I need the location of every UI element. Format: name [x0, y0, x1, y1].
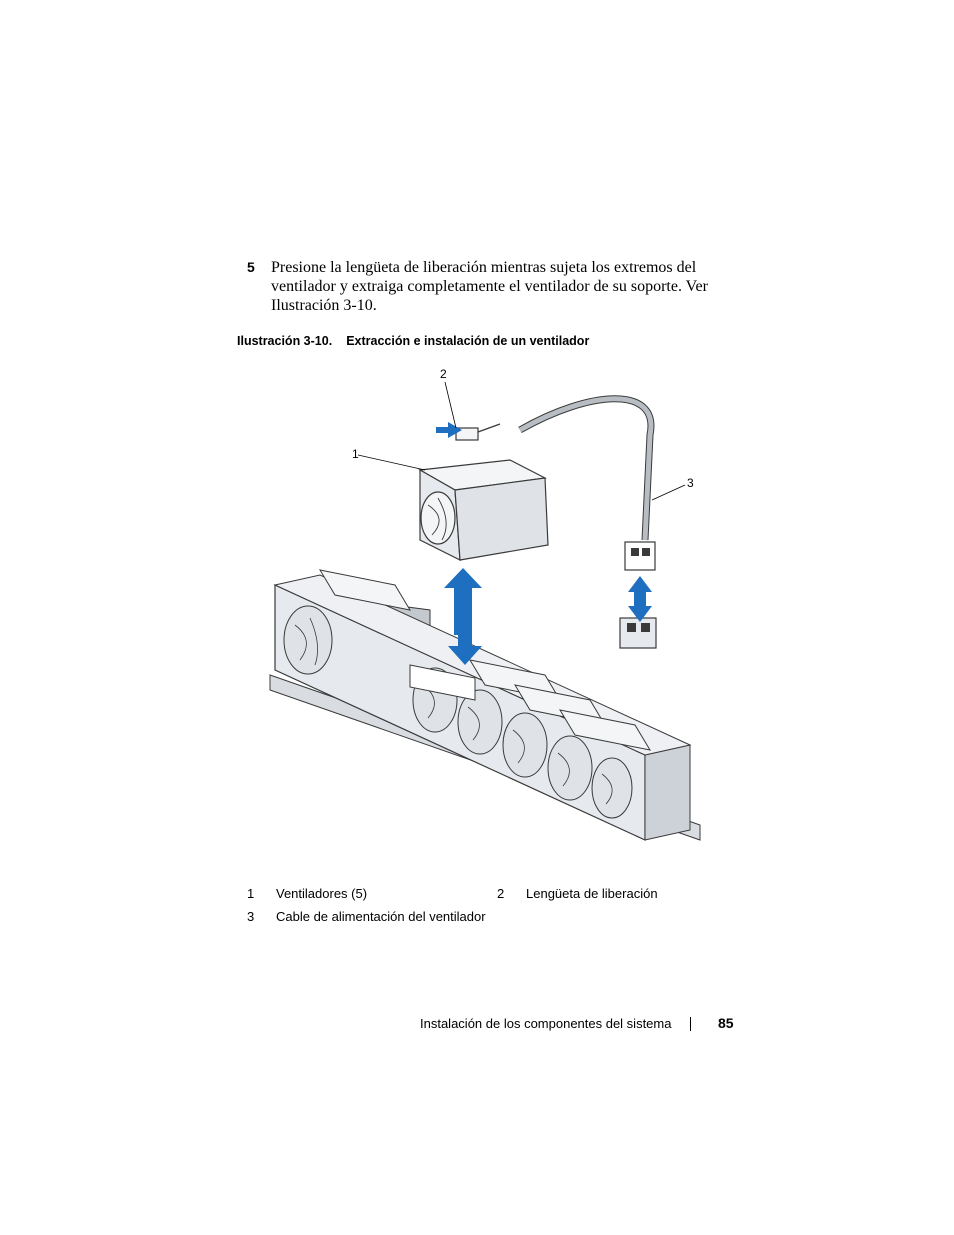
legend-item: 1 Ventiladores (5) [247, 886, 367, 901]
step-number: 5 [247, 259, 255, 275]
callout-3: 3 [687, 476, 694, 490]
step-text: Presione la lengüeta de liberación mient… [271, 259, 708, 314]
fan-removal-illustration: 1 2 3 [260, 360, 720, 880]
legend-item: 2 Lengüeta de liberación [497, 886, 658, 901]
figure-title: Extracción e instalación de un ventilado… [346, 334, 590, 348]
legend-number: 1 [247, 886, 255, 901]
legend-item: 3 Cable de alimentación del ventilador [247, 909, 486, 924]
figure-caption: Ilustración 3-10. Extracción e instalació… [237, 334, 589, 348]
illustration-svg: 1 2 3 [269, 367, 701, 841]
legend-text: Cable de alimentación del ventilador [276, 909, 486, 924]
legend-text: Ventiladores (5) [276, 886, 368, 901]
figure-label: Ilustración 3-10. [237, 334, 333, 348]
legend-text: Lengüeta de liberación [526, 886, 658, 901]
page-number: 85 [718, 1015, 734, 1031]
callout-1: 1 [352, 447, 359, 461]
footer-separator [690, 1017, 691, 1031]
footer-section-title: Instalación de los componentes del siste… [420, 1016, 672, 1031]
legend-number: 3 [247, 909, 255, 924]
legend-number: 2 [497, 886, 505, 901]
callout-2: 2 [440, 367, 447, 381]
